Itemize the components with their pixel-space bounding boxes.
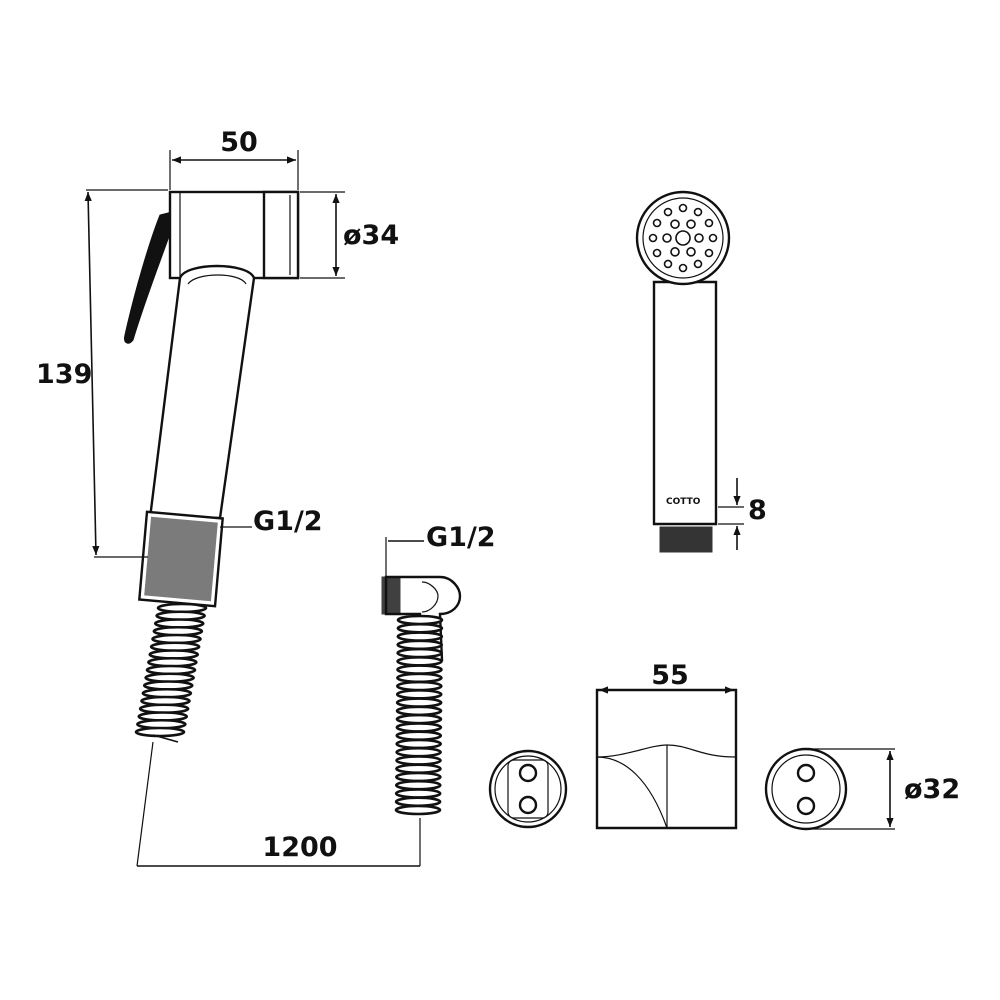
spray-hole xyxy=(686,247,696,257)
hose-right xyxy=(394,614,444,816)
holder-width-label: 55 xyxy=(651,660,689,691)
hose-coil xyxy=(395,738,442,750)
hose-coil xyxy=(395,722,443,733)
spray-hole xyxy=(693,207,703,217)
dimension-head-width: 50 xyxy=(169,127,299,190)
holder-diameter-label: ø32 xyxy=(904,774,960,805)
holder-front-view xyxy=(764,747,848,831)
head-width-label: 50 xyxy=(220,127,258,158)
hose-coil xyxy=(396,680,443,692)
nozzle-length-label: 8 xyxy=(748,495,767,526)
hose-coil xyxy=(396,672,443,684)
hose-coil xyxy=(394,779,442,791)
hose-coil xyxy=(395,730,443,741)
hose-coil xyxy=(134,726,186,738)
hose-coil xyxy=(395,746,442,758)
callout-thread-hose: G1/2 xyxy=(385,522,496,576)
callout-thread-spray: G1/2 xyxy=(220,506,323,537)
spray-front-view: COTTO xyxy=(635,190,731,553)
hose-coil xyxy=(396,614,444,626)
hose-coil xyxy=(396,631,444,642)
thread-spray-label: G1/2 xyxy=(253,506,323,537)
hose-length-label: 1200 xyxy=(262,832,337,863)
hose-coil xyxy=(396,664,443,675)
hose-coil xyxy=(395,713,443,725)
spray-hole xyxy=(704,218,714,228)
hose-coil xyxy=(395,771,442,783)
hose-coil xyxy=(394,804,442,816)
spray-hole xyxy=(686,219,696,229)
spray-hole xyxy=(678,263,688,273)
hose-coil xyxy=(395,755,442,766)
dimension-holder-width: 55 xyxy=(599,660,734,694)
hose-coil xyxy=(396,622,444,634)
hose-coil xyxy=(394,788,442,799)
spray-hole xyxy=(675,230,691,246)
spray-hole xyxy=(678,203,688,213)
spray-hole xyxy=(693,259,703,269)
spray-hole xyxy=(663,259,673,269)
spray-hole xyxy=(652,248,662,258)
dimension-holder-diameter: ø32 xyxy=(808,748,960,830)
spray-hole xyxy=(662,233,672,243)
spray-hole xyxy=(708,233,718,243)
hose-left-end xyxy=(152,734,179,743)
hose-coil xyxy=(395,697,443,708)
hose-coil xyxy=(396,639,444,651)
brand-mark: COTTO xyxy=(666,497,701,507)
spray-hole xyxy=(704,248,714,258)
hose-coil xyxy=(395,763,442,774)
spray-face-ring xyxy=(262,190,300,280)
hose-left xyxy=(134,602,208,738)
front-nozzle-thread xyxy=(659,526,713,553)
spray-hole xyxy=(670,247,680,257)
head-diameter-label: ø34 xyxy=(343,220,399,251)
spray-hole xyxy=(648,233,658,243)
holder-back-view xyxy=(488,749,568,829)
hose-end-view xyxy=(381,575,462,816)
total-height-label: 139 xyxy=(36,359,92,390)
front-handle xyxy=(652,280,718,526)
thread-hose-label: G1/2 xyxy=(426,522,496,553)
spray-handle xyxy=(148,264,256,520)
spray-hole xyxy=(663,207,673,217)
dimension-nozzle-length: 8 xyxy=(718,478,767,550)
dimension-head-diameter: ø34 xyxy=(300,191,399,279)
trigger-lever xyxy=(124,211,173,344)
hose-coil xyxy=(394,796,442,808)
hose-coil xyxy=(396,647,443,659)
dimension-total-height: 139 xyxy=(36,189,168,558)
spray-hole xyxy=(694,233,704,243)
holder-side-view xyxy=(595,688,738,830)
hose-coil xyxy=(395,705,443,717)
spray-hole xyxy=(652,218,662,228)
dimension-hose-length: 1200 xyxy=(136,741,421,867)
threaded-connector xyxy=(138,510,224,608)
spray-holes xyxy=(648,203,718,273)
hose-coil xyxy=(396,656,443,667)
spray-hole xyxy=(670,219,680,229)
spray-side-view xyxy=(124,190,300,743)
hose-coil xyxy=(395,689,443,700)
